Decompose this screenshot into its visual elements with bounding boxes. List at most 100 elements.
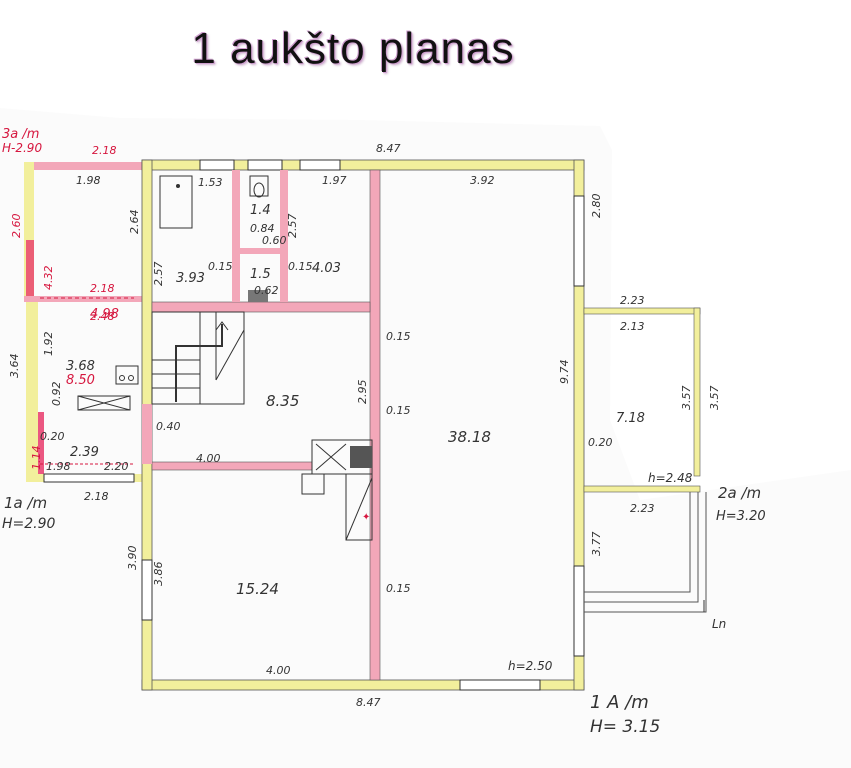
staircase: [151, 311, 245, 405]
annex-red-segment: [26, 240, 34, 298]
dim-ter-357b: 3.57: [708, 386, 721, 411]
annex-outer-wall: [26, 302, 38, 480]
dim-ter-223-bot: 2.23: [630, 502, 655, 515]
dim-wc-257a: 2.57: [152, 262, 165, 287]
annex-top-wall: [24, 162, 142, 170]
bathtub: [159, 175, 193, 229]
dim-left-260: 2.60: [10, 214, 23, 239]
note-right-b: H=3.20: [716, 509, 766, 524]
dim-left-114: 1.14: [30, 446, 43, 471]
dim-stair-295: 2.95: [356, 380, 369, 405]
window-annex: [43, 473, 135, 483]
dim-wc-062: 0.62: [254, 284, 279, 297]
terrace-right-wall: [693, 307, 701, 477]
burner-2: [128, 375, 134, 381]
dim-wc-060: 0.60: [262, 234, 287, 247]
dim-left-192: 1.92: [42, 332, 55, 357]
toilet-bowl: [253, 182, 265, 198]
annex-left-wall: [24, 162, 34, 298]
dim-main-392: 3.92: [470, 174, 495, 187]
note-bottom-a: 1 A /m: [590, 692, 649, 713]
dim-right-280: 2.80: [590, 194, 603, 219]
dim-top-left-red: 2.18: [92, 144, 117, 157]
area-living: 38.18: [448, 428, 491, 446]
window-top-1: [199, 159, 235, 171]
area-terrace: 7.18: [616, 411, 645, 426]
area-bath: 3.93: [176, 271, 205, 286]
fireplace-diag: [345, 477, 373, 541]
dim-ter-223-top: 2.23: [620, 294, 645, 307]
dim-bottom-total: 8.47: [356, 696, 381, 709]
sink-symbol: [301, 473, 325, 495]
note-left-mid-a: 1a /m: [4, 494, 47, 512]
area-stair-hall: 8.35: [266, 392, 299, 410]
dim-left-248: 2.48: [90, 310, 115, 323]
fireplace: [345, 473, 373, 541]
dim-left-198: 1.98: [46, 460, 71, 473]
dim-ter-377: 3.77: [590, 532, 603, 557]
dim-kit-400: 4.00: [266, 664, 291, 677]
dim-stair-015: 0.15: [386, 330, 411, 343]
wall-wc-right: [280, 170, 288, 302]
wall-wc-mid: [240, 248, 280, 254]
bathtub-drain: [176, 184, 180, 188]
dim-left-220: 2.20: [104, 460, 129, 473]
boiler-cross: [77, 395, 131, 411]
wall-rooms-bottom: [151, 301, 371, 313]
note-left-top-a: 3a /m: [2, 127, 39, 142]
dim-left-432: 4.32: [42, 266, 55, 291]
dim-left-092: 0.92: [50, 382, 63, 407]
dim-wc-153: 1.53: [198, 176, 223, 189]
fireplace-mark: ✦: [362, 512, 370, 523]
page-title: 1 aukšto planas: [191, 24, 515, 73]
burner-1: [119, 375, 125, 381]
stair-arrow: [175, 324, 223, 402]
area-room-403: 4.03: [312, 261, 341, 276]
dim-wc-084: 0.84: [250, 222, 275, 235]
wall-wc-left: [232, 170, 240, 302]
note-h-main: h=2.50: [508, 659, 553, 673]
chimney-flue: [350, 446, 372, 468]
stove-symbol: [115, 365, 139, 385]
terrace-steps: [584, 492, 707, 613]
dim-wc-015b: 0.15: [288, 260, 313, 273]
height-notes: 3a /m H-2.90 1a /m H=2.90 2a /m H=3.20 1…: [2, 127, 766, 737]
area-left-room: 4.98: [90, 307, 119, 322]
dim-kit-386: 3.86: [152, 562, 165, 587]
wall-right: [573, 159, 585, 691]
toilet: [249, 175, 269, 197]
dim-wc-257b: 2.57: [286, 214, 299, 239]
note-left-top-b: H-2.90: [2, 141, 42, 155]
stair-outline: [151, 311, 245, 405]
area-hall-small: 1.5: [250, 267, 271, 282]
dim-hall-040: 0.40: [156, 420, 181, 433]
stair-arrow-head: [215, 321, 229, 331]
note-left-mid-b: H=2.90: [2, 516, 56, 532]
dim-stair-015b: 0.15: [386, 404, 411, 417]
dim-ter-357a: 3.57: [680, 386, 693, 411]
note-bottom-b: H= 3.15: [590, 717, 660, 737]
paper-sheet: [0, 108, 851, 768]
wall-center-vertical: [369, 169, 381, 681]
dim-left-218: 2.18: [90, 282, 115, 295]
window-top-3: [299, 159, 341, 171]
dim-wc-264: 2.64: [128, 210, 141, 235]
dim-ter-020: 0.20: [588, 436, 613, 449]
wall-kitchen-top: [151, 461, 313, 471]
area-boiler-b: 8.50: [66, 373, 95, 388]
wall-left-pink: [142, 404, 152, 464]
bath-fixtures: [159, 175, 269, 302]
dim-wc-015a: 0.15: [208, 260, 233, 273]
door-wc: [248, 290, 268, 302]
dim-left-room-top: 1.98: [76, 174, 101, 187]
boiler-box: [77, 395, 131, 411]
dimension-labels: 8.47 8.47 2.18 1.98 2.60 4.32 3.64 1.92 …: [8, 142, 721, 709]
dim-hall-400: 4.00: [196, 452, 221, 465]
note-right-a: 2a /m: [718, 484, 761, 502]
annex-red-wall-lower: [38, 412, 44, 478]
window-bottom: [459, 679, 541, 691]
dim-main-974: 9.74: [558, 360, 571, 385]
window-left: [141, 559, 153, 621]
annex-middle-wall: [24, 296, 142, 302]
